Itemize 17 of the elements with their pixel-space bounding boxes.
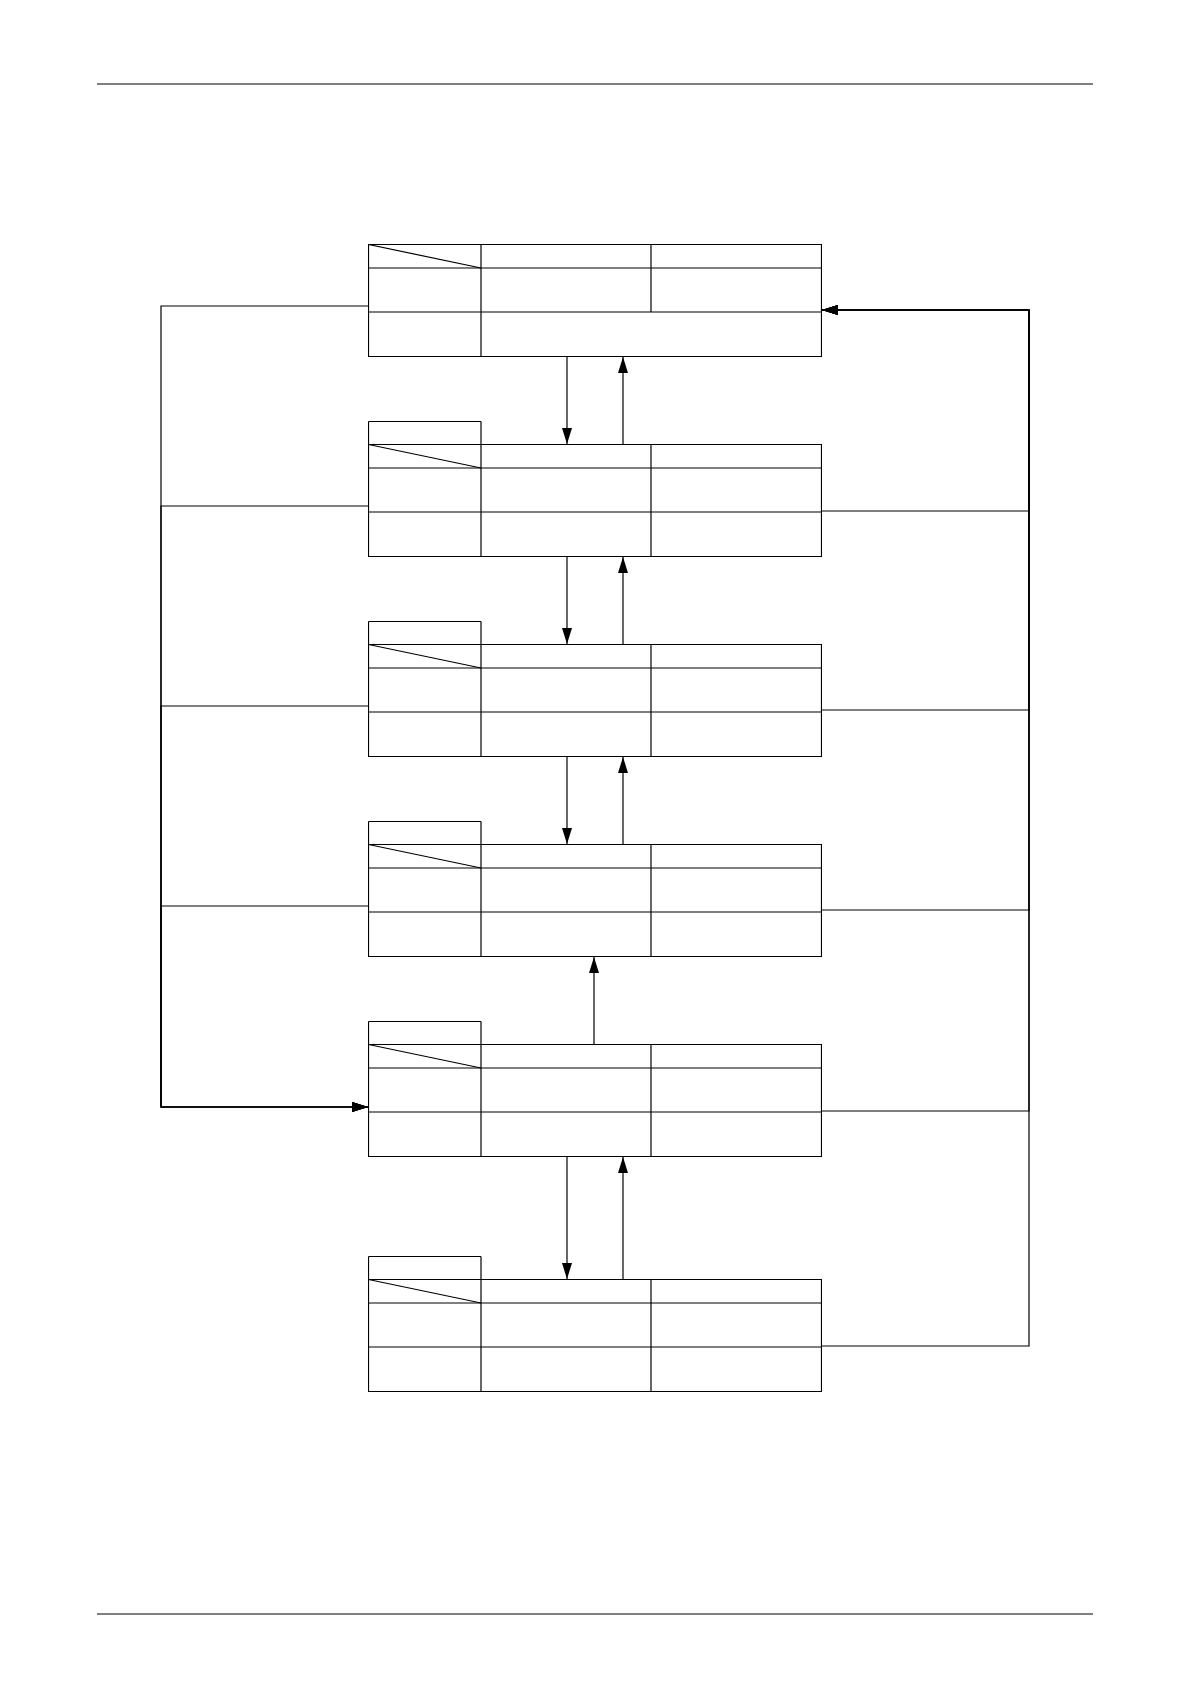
arrow <box>618 756 628 845</box>
arrow <box>589 956 599 1045</box>
table-grid <box>368 1256 822 1392</box>
table-grid <box>368 244 822 357</box>
table-grid <box>368 821 822 957</box>
arrow <box>821 305 1030 1347</box>
arrow <box>562 356 572 445</box>
arrow <box>618 556 628 645</box>
arrow <box>618 1156 628 1280</box>
arrow <box>562 756 572 845</box>
table-grid <box>368 1021 822 1157</box>
arrow <box>618 356 628 445</box>
arrow <box>562 556 572 645</box>
arrow <box>160 905 369 1112</box>
table-grid <box>368 621 822 757</box>
table-grid <box>368 421 822 557</box>
arrow <box>562 1156 572 1280</box>
